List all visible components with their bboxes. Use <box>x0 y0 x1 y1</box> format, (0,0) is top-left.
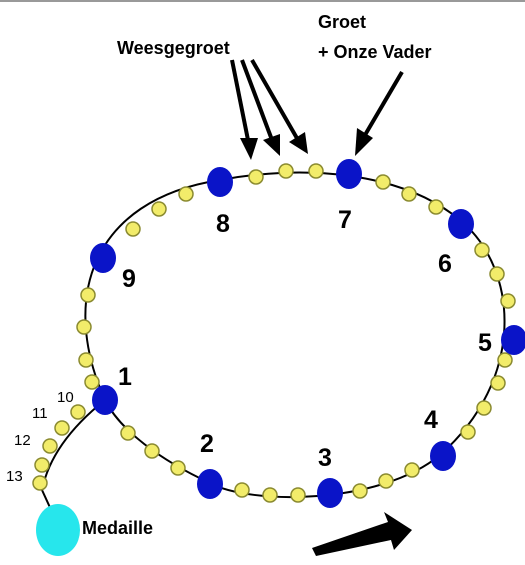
large-bead-9 <box>90 243 116 273</box>
number-10: 10 <box>57 389 74 406</box>
top-border <box>0 0 525 2</box>
small-bead <box>428 199 444 215</box>
small-bead <box>248 169 264 185</box>
medal <box>36 504 80 556</box>
small-beads <box>32 163 516 503</box>
large-bead-4 <box>430 441 456 471</box>
small-bead <box>460 424 476 440</box>
number-12: 12 <box>14 432 31 449</box>
small-bead <box>308 163 324 179</box>
large-bead-8 <box>207 167 233 197</box>
small-bead <box>70 404 86 420</box>
small-bead <box>170 460 186 476</box>
small-bead <box>489 266 505 282</box>
small-bead <box>234 482 250 498</box>
small-bead <box>84 374 100 390</box>
small-bead <box>290 487 306 503</box>
hail-mary-arrow-icon <box>230 59 308 160</box>
number-11: 11 <box>32 405 48 422</box>
small-bead <box>378 473 394 489</box>
small-bead <box>490 375 506 391</box>
number-4: 4 <box>424 406 438 434</box>
small-bead <box>42 438 58 454</box>
number-5: 5 <box>478 329 492 357</box>
small-bead <box>401 186 417 202</box>
glory-arrow-icon <box>355 70 404 156</box>
large-bead-5 <box>501 325 525 355</box>
large-bead-6 <box>448 209 474 239</box>
number-7: 7 <box>338 206 352 234</box>
small-bead <box>178 186 194 202</box>
direction-arrow-icon <box>312 512 412 556</box>
glory-label-line2: + Onze Vader <box>318 42 432 62</box>
number-2: 2 <box>200 430 214 458</box>
small-bead <box>151 201 167 217</box>
hail-mary-label: Weesgegroet <box>117 38 230 58</box>
large-bead-7 <box>336 159 362 189</box>
number-1: 1 <box>118 363 132 391</box>
glory-label-line1: Groet <box>318 12 366 32</box>
number-6: 6 <box>438 250 452 278</box>
small-bead <box>125 221 141 237</box>
large-bead-1 <box>92 385 118 415</box>
medal-label: Medaille <box>82 518 153 538</box>
small-bead <box>404 462 420 478</box>
small-bead <box>34 457 50 473</box>
small-bead <box>278 163 294 179</box>
large-bead-2 <box>197 469 223 499</box>
number-8: 8 <box>216 210 230 238</box>
number-9: 9 <box>122 265 136 293</box>
number-3: 3 <box>318 444 332 472</box>
small-bead <box>54 420 70 436</box>
small-bead <box>500 293 516 309</box>
large-bead-3 <box>317 478 343 508</box>
large-beads <box>90 159 525 508</box>
small-bead <box>262 487 278 503</box>
small-bead <box>375 174 391 190</box>
small-bead <box>497 352 513 368</box>
small-bead <box>32 475 48 491</box>
small-bead <box>120 425 136 441</box>
small-bead <box>78 352 94 368</box>
number-13: 13 <box>6 468 23 485</box>
small-bead <box>80 287 96 303</box>
small-bead <box>352 483 368 499</box>
small-bead <box>476 400 492 416</box>
small-bead <box>76 319 92 335</box>
small-bead <box>144 443 160 459</box>
small-bead <box>474 242 490 258</box>
